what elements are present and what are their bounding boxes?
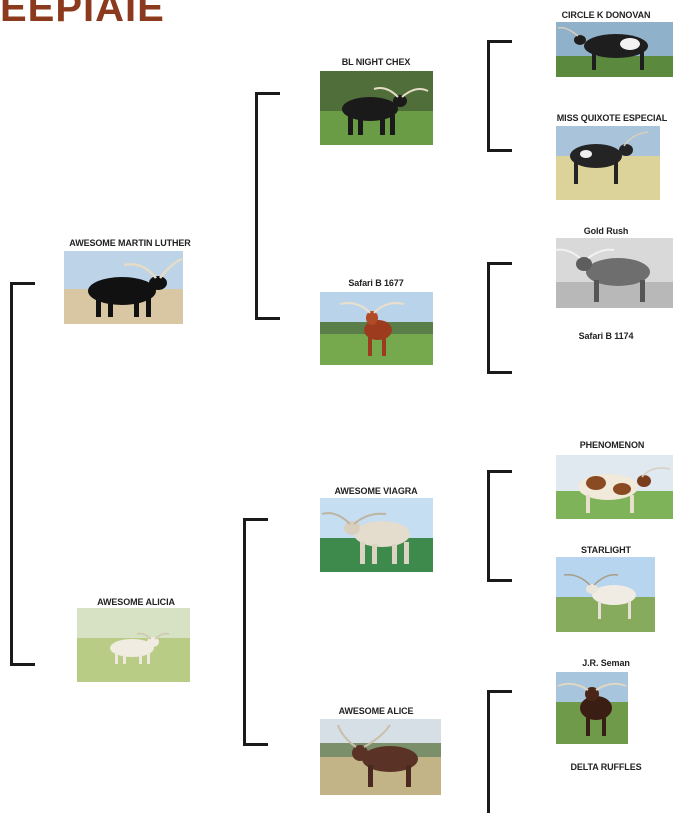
dd-dam-label: DELTA RUFFLES [570, 762, 642, 772]
ss-dam-label: MISS QUIXOTE ESPECIAL [556, 113, 668, 123]
bracket-awesome-alice [487, 690, 512, 813]
bracket-generation-1 [10, 282, 35, 666]
sd-sire-label: Gold Rush [583, 226, 629, 236]
dam-dam-photo [320, 719, 441, 795]
dd-sire-photo [556, 672, 628, 744]
bracket-dam-line [243, 518, 268, 746]
page-title: EEPIAIE [0, 0, 165, 30]
bracket-safari-b-1677 [487, 262, 512, 374]
sire-dam-label: Safari B 1677 [348, 278, 404, 288]
dam-photo [77, 608, 190, 682]
ss-dam-photo [556, 126, 660, 200]
ss-sire-label: CIRCLE K DONOVAN [561, 10, 651, 20]
sd-sire-photo [556, 238, 673, 308]
ss-sire-photo [556, 22, 673, 77]
ds-sire-label: PHENOMENON [579, 440, 645, 450]
ds-dam-photo [556, 557, 655, 632]
dd-sire-label: J.R. Seman [582, 658, 630, 668]
bracket-sire-line [255, 92, 280, 320]
sire-sire-label: BL NIGHT CHEX [341, 57, 411, 67]
dam-dam-label: AWESOME ALICE [338, 706, 414, 716]
ds-dam-label: STARLIGHT [581, 545, 631, 555]
dam-label: AWESOME ALICIA [97, 597, 175, 607]
ds-sire-photo [556, 455, 673, 519]
sire-dam-photo [320, 292, 433, 365]
sire-label: AWESOME MARTIN LUTHER [69, 238, 191, 248]
dam-sire-label: AWESOME VIAGRA [334, 486, 418, 496]
sire-sire-photo [320, 71, 433, 145]
sire-photo [64, 251, 183, 324]
bracket-awesome-viagra [487, 470, 512, 582]
dam-sire-photo [320, 498, 433, 572]
bracket-bl-night-chex [487, 40, 512, 152]
sd-dam-label: Safari B 1174 [578, 331, 634, 341]
